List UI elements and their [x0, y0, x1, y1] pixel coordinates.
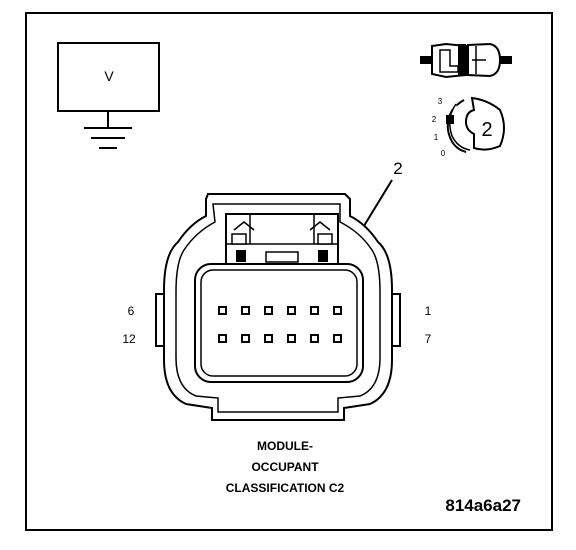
pin-cavity [333, 306, 342, 315]
pin-cavity [264, 306, 273, 315]
connector-title-line-3: CLASSIFICATION C2 [226, 481, 345, 495]
connector-latch [225, 213, 339, 267]
pin-label-top-right: 1 [425, 304, 432, 318]
pin-label-bottom-left: 12 [122, 332, 136, 346]
voltmeter-symbol: V [57, 42, 160, 149]
probe-selector-icon: 3 2 1 0 2 [432, 96, 505, 158]
pin-cavity [310, 334, 319, 343]
connector-c2 [155, 193, 401, 421]
pin-cavity [333, 334, 342, 343]
pin-label-bottom-right: 7 [425, 332, 432, 346]
probe-scale-1: 1 [434, 133, 439, 142]
pin-cavity [241, 334, 250, 343]
probe-scale-0: 0 [441, 149, 446, 158]
connector-title-line-1: MODULE- [257, 439, 313, 453]
pin-cavity [218, 306, 227, 315]
ground-icon [84, 127, 132, 149]
pin-cavity [264, 334, 273, 343]
probe-scale-2: 2 [432, 115, 437, 124]
connector-title-line-2: OCCUPANT [251, 460, 319, 474]
pin-cavity [310, 306, 319, 315]
voltmeter-box [57, 42, 160, 112]
connector-pins [218, 306, 342, 343]
figure-id: 814a6a27 [445, 496, 521, 515]
pin-cavity [287, 334, 296, 343]
pin-cavity [218, 334, 227, 343]
pin-cavity [241, 306, 250, 315]
callout-label: 2 [393, 159, 402, 178]
pin-label-top-left: 6 [128, 304, 135, 318]
pin-cavity [287, 306, 296, 315]
probe-scale-3: 3 [438, 97, 443, 106]
probe-selected-label: 2 [481, 119, 492, 141]
voltmeter-label: V [104, 68, 114, 84]
probe-adapter-icon [420, 42, 512, 79]
pin-cavity-face [194, 263, 364, 383]
